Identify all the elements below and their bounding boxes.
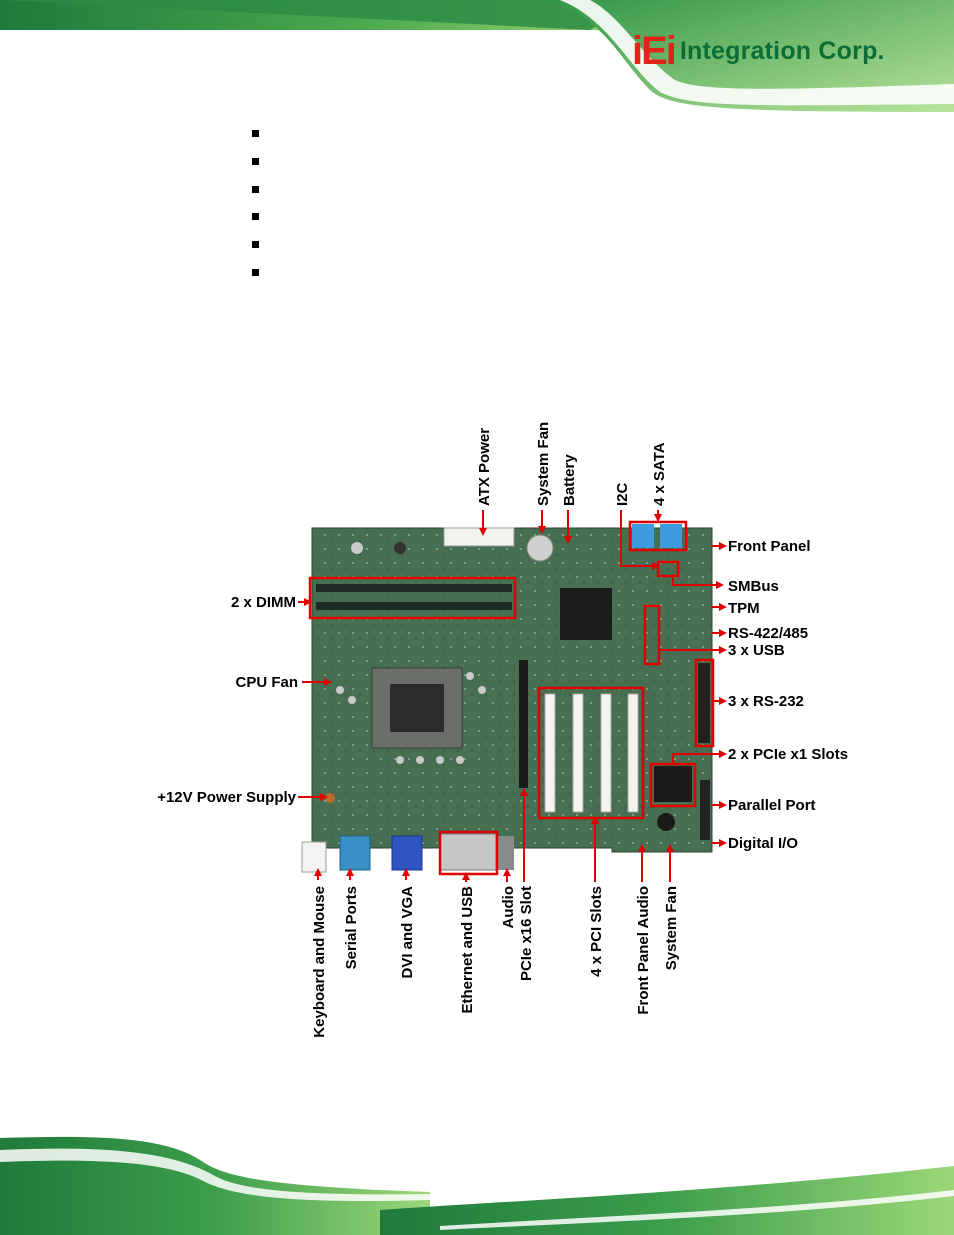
rs232-highlight [694, 658, 715, 748]
logo-text: Integration Corp. [679, 37, 885, 65]
label-tpm: TPM [728, 600, 760, 617]
label-cpu-fan: CPU Fan [235, 674, 298, 691]
label-pcie-x1: 2 x PCIe x1 Slots [728, 746, 848, 763]
label-ethernet-usb: Ethernet and USB [459, 886, 476, 1014]
bullet-marker [252, 185, 259, 193]
label-digital-io: Digital I/O [728, 835, 798, 852]
rs422-highlight [643, 604, 661, 666]
bullet-marker [252, 157, 259, 165]
label-system-fan-bottom: System Fan [663, 886, 680, 970]
label-sata: 4 x SATA [651, 442, 668, 506]
logo-mark: iEi [632, 29, 677, 73]
bullet-marker [252, 268, 259, 276]
header-banner [0, 0, 954, 115]
label-12v-power: +12V Power Supply [157, 789, 296, 806]
label-usb: 3 x USB [728, 642, 785, 659]
label-rs422-485: RS-422/485 [728, 625, 808, 642]
footer-banner [0, 1130, 954, 1235]
label-battery: Battery [561, 454, 578, 506]
label-dimm: 2 x DIMM [231, 594, 296, 611]
bullet-list [252, 130, 259, 297]
label-front-panel-audio: Front Panel Audio [635, 886, 652, 1015]
label-front-panel: Front Panel [728, 538, 811, 555]
label-dvi-vga: DVI and VGA [399, 886, 416, 979]
company-logo: iEi Integration Corp. [632, 30, 885, 72]
motherboard-image [301, 524, 713, 873]
label-keyboard-mouse: Keyboard and Mouse [311, 886, 328, 1038]
bullet-marker [252, 130, 259, 137]
label-atx-power: ATX Power [476, 428, 493, 506]
label-pcie-x16: PCIe x16 Slot [518, 886, 535, 981]
label-i2c: I2C [614, 482, 631, 506]
label-system-fan-top: System Fan [535, 422, 552, 506]
label-parallel-port: Parallel Port [728, 797, 816, 814]
label-serial-ports: Serial Ports [343, 886, 360, 969]
label-rs232: 3 x RS-232 [728, 693, 804, 710]
sata-highlight [628, 520, 688, 552]
bullet-marker [252, 213, 259, 221]
label-pci-slots: 4 x PCI Slots [588, 886, 605, 977]
bullet-marker [252, 241, 259, 249]
label-smbus: SMBus [728, 578, 779, 595]
label-audio: Audio [500, 886, 517, 929]
